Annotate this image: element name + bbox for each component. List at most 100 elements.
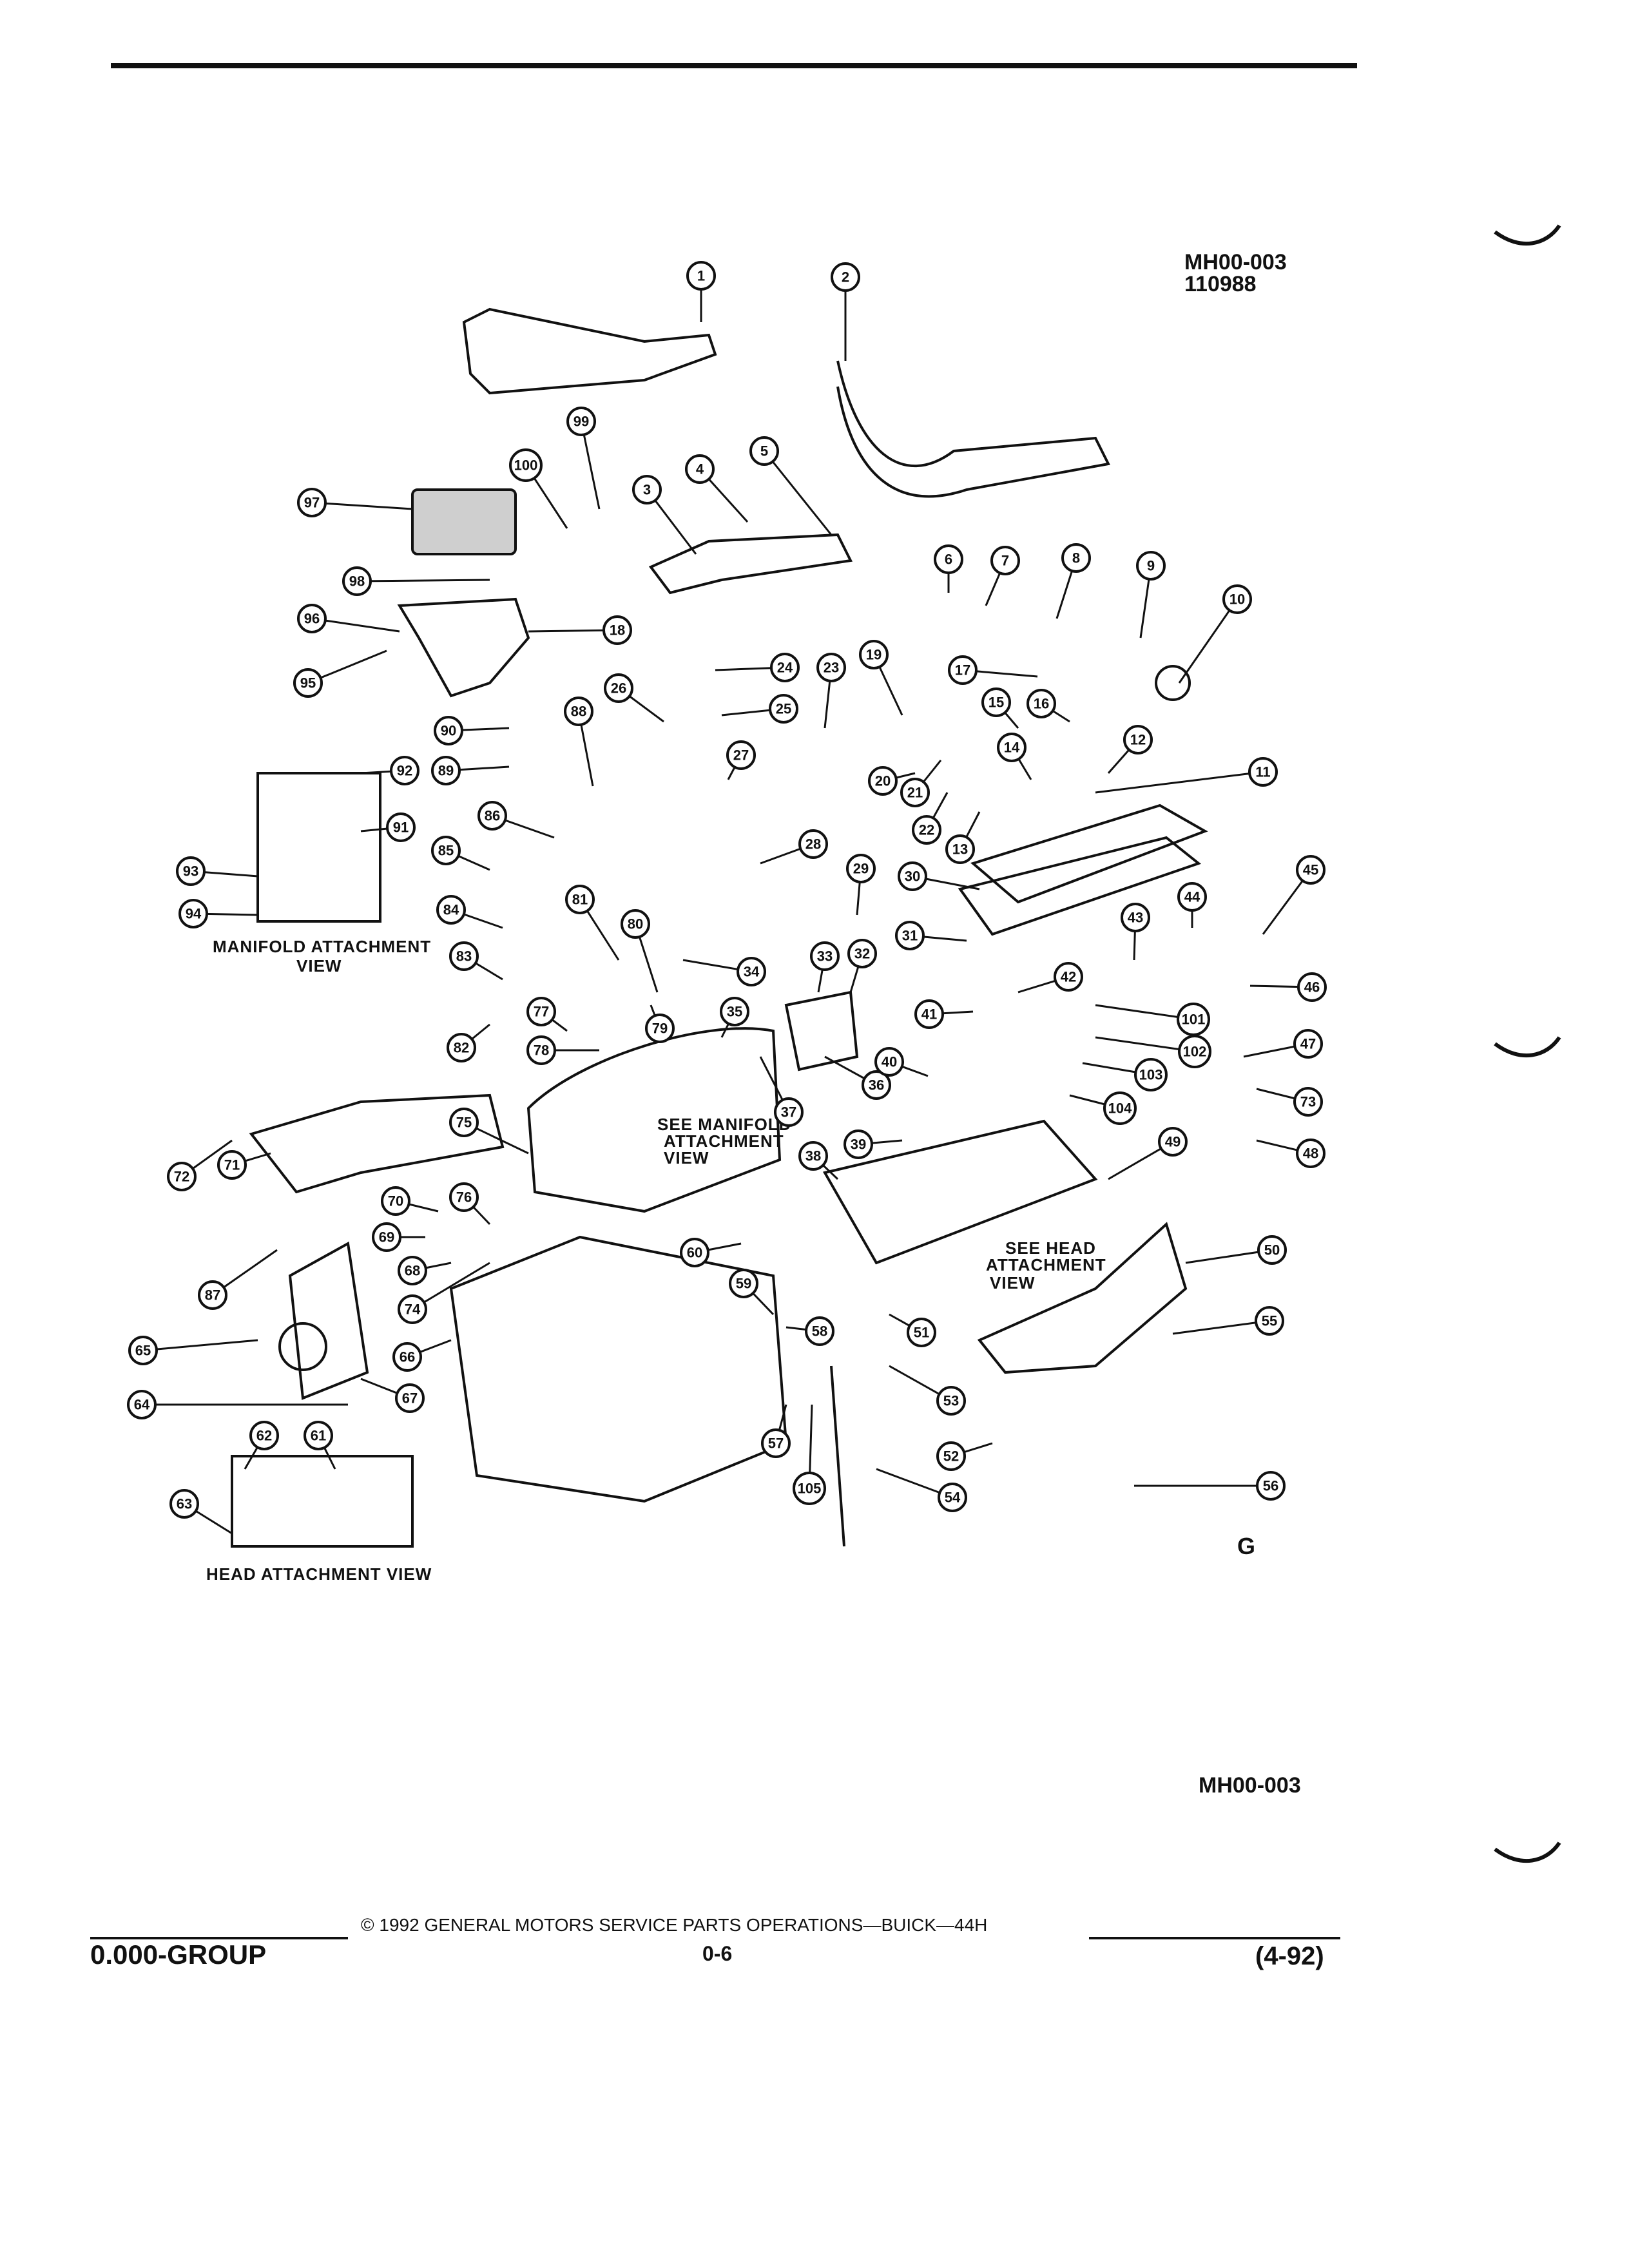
callout-circle-26 [604,673,633,703]
see-manifold-label-1: SEE MANIFOLD [657,1115,791,1134]
binding-mark-1 [1494,224,1561,246]
callout-number-36: 36 [869,1077,884,1093]
callout-21: 21 [900,778,930,807]
manifold-attachment-label-1: MANIFOLD ATTACHMENT [213,937,431,956]
callout-number-72: 72 [174,1169,189,1185]
callout-49: 49 [1158,1127,1188,1157]
callout-number-33: 33 [817,948,833,965]
callout-circle-65 [128,1336,158,1365]
callout-65: 65 [128,1336,158,1365]
callout-38: 38 [798,1141,828,1171]
callout-number-67: 67 [402,1390,418,1407]
valve-cover-gasket [958,836,1202,936]
callout-circle-20 [868,766,898,796]
callout-circle-40 [874,1047,904,1077]
callout-number-49: 49 [1165,1134,1181,1150]
callout-5: 5 [749,436,779,466]
callout-4: 4 [685,454,715,484]
callout-number-83: 83 [456,948,472,965]
callout-number-73: 73 [1300,1094,1316,1110]
callout-circle-52 [936,1441,966,1471]
callout-85: 85 [431,836,461,865]
callout-number-1: 1 [697,268,705,284]
view-labels: MANIFOLD ATTACHMENT VIEW SEE MANIFOLD AT… [206,937,1255,1584]
callout-number-100: 100 [514,457,538,474]
spark-plug-wire-harness [462,307,717,395]
callout-63: 63 [169,1489,199,1519]
callout-34: 34 [737,957,766,986]
leader-line-97 [311,501,413,510]
callout-82: 82 [447,1033,476,1062]
oil-filler-cap [1155,665,1191,701]
callout-number-6: 6 [945,552,952,568]
callout-98: 98 [342,566,372,596]
callout-number-11: 11 [1255,764,1270,780]
callout-number-14: 14 [1004,740,1020,756]
ignition-coil-module [411,488,517,555]
callout-16: 16 [1027,689,1056,718]
callout-circle-72 [167,1162,197,1191]
callout-circle-81 [565,885,595,914]
callout-circle-89 [431,756,461,785]
callout-number-45: 45 [1303,862,1318,878]
callout-number-3: 3 [643,482,651,498]
callout-circle-37 [774,1097,804,1127]
callout-circle-67 [395,1383,425,1413]
callout-number-23: 23 [824,660,839,676]
callout-number-55: 55 [1262,1313,1277,1329]
see-head-label-1: SEE HEAD [1005,1238,1096,1258]
callout-circle-47 [1293,1029,1323,1059]
callout-circle-17 [948,655,978,685]
head-attachment-label: HEAD ATTACHMENT VIEW [206,1564,432,1584]
callout-circle-31 [895,921,925,950]
callout-circle-95 [293,668,323,698]
see-head-label-3: VIEW [990,1273,1035,1293]
cylinder-head [822,1119,1098,1265]
callout-13: 13 [945,834,975,864]
callout-number-46: 46 [1304,979,1320,995]
callout-number-78: 78 [534,1043,549,1059]
callout-number-82: 82 [454,1040,469,1056]
callout-14: 14 [997,733,1027,762]
callout-8: 8 [1061,543,1091,573]
callout-6: 6 [934,544,963,574]
callout-32: 32 [847,939,877,968]
callout-number-40: 40 [882,1054,897,1070]
diagram-code: MH00-003 [1184,250,1287,274]
callout-number-35: 35 [727,1004,742,1020]
callout-circle-42 [1054,962,1083,992]
callout-28: 28 [798,829,828,859]
callout-87: 87 [198,1280,227,1310]
callout-number-99: 99 [574,414,589,430]
callout-circle-75 [449,1108,479,1137]
callout-number-88: 88 [571,704,586,720]
callout-51: 51 [907,1318,936,1347]
callout-circle-19 [859,640,889,669]
callout-number-53: 53 [943,1393,959,1409]
callout-number-87: 87 [205,1287,220,1303]
callout-circle-99 [566,407,596,436]
callout-number-28: 28 [805,836,821,852]
callout-number-47: 47 [1300,1036,1316,1052]
callout-number-93: 93 [183,863,198,879]
callout-circle-16 [1027,689,1056,718]
callout-73: 73 [1293,1087,1323,1117]
callout-circle-66 [392,1342,422,1372]
callout-104: 104 [1103,1091,1137,1125]
callout-35: 35 [720,997,749,1026]
callout-circle-56 [1256,1471,1286,1501]
callout-circle-80 [621,909,650,939]
callout-43: 43 [1121,903,1150,932]
callout-39: 39 [843,1129,873,1159]
callout-number-29: 29 [853,861,869,877]
callout-11: 11 [1248,757,1278,787]
callout-number-54: 54 [945,1490,961,1506]
callout-circle-50 [1257,1235,1287,1265]
leader-line-18 [528,629,618,633]
callout-22: 22 [912,815,941,845]
callout-20: 20 [868,766,898,796]
callout-circle-105 [793,1472,826,1505]
callout-number-97: 97 [304,495,320,511]
callout-circle-6 [934,544,963,574]
